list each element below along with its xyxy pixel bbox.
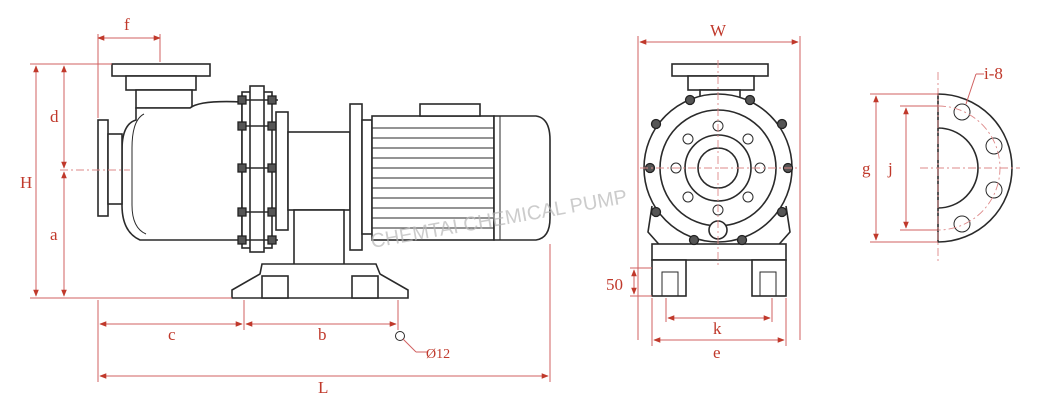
suction-flange (97, 119, 123, 217)
dimension-H: H (20, 63, 232, 299)
dimension-W: W (637, 21, 801, 340)
discharge-flange (111, 63, 211, 109)
dimension-a: a (50, 171, 67, 297)
label-W: W (710, 21, 727, 40)
label-f: f (124, 15, 130, 34)
pump-casing (121, 100, 243, 241)
label-50: 50 (606, 275, 623, 294)
dimension-50: 50 (606, 267, 652, 297)
motor-body (371, 103, 551, 241)
mounting-hole (395, 331, 405, 341)
dimension-d: d (50, 65, 67, 169)
label-holes: i-8 (984, 64, 1003, 83)
flange-bore (937, 127, 979, 209)
dimension-L: L (99, 244, 551, 397)
dimension-k: k (665, 298, 773, 338)
holes-callout: i-8 (965, 64, 1003, 105)
flange-view: g j i-8 (862, 64, 1020, 262)
baseplate (231, 263, 409, 299)
dimension-c-b: c b (97, 300, 399, 382)
label-L: L (318, 378, 328, 397)
dimension-g: g (862, 93, 938, 243)
label-g: g (862, 159, 871, 178)
dimension-j: j (887, 105, 938, 231)
label-j: j (887, 159, 893, 178)
label-k: k (713, 319, 722, 338)
label-a: a (50, 225, 58, 244)
bearing-bracket (287, 131, 351, 267)
label-H: H (20, 173, 32, 192)
side-view: f H d a c b (20, 15, 551, 397)
casing-bolt-ring (237, 85, 289, 253)
label-d: d (50, 107, 59, 126)
front-view: W 50 k e (606, 21, 801, 362)
label-c: c (168, 325, 176, 344)
mounting-hole-callout: Ø12 (395, 331, 450, 362)
motor-flange (349, 103, 373, 251)
dimension-f: f (97, 15, 161, 118)
label-e: e (713, 343, 721, 362)
dimension-e: e (651, 298, 787, 362)
label-b: b (318, 325, 327, 344)
label-hole-dia: Ø12 (426, 347, 450, 362)
